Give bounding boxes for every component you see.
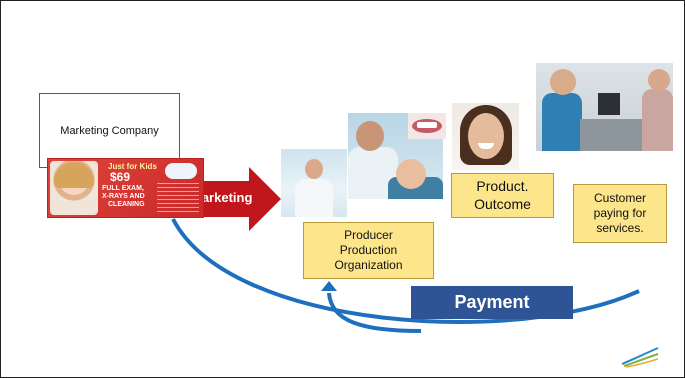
fine-print xyxy=(157,183,199,213)
ad-line-xrays: X-RAYS AND xyxy=(102,193,145,200)
dental-ad-flyer-image: Just for Kids $69 FULL EXAM, X-RAYS AND … xyxy=(48,159,203,217)
customer-box: Customer paying for services. xyxy=(573,184,667,243)
producer-box: Producer Production Organization xyxy=(303,222,434,279)
child-hair xyxy=(54,162,94,188)
ad-line-cleaning: CLEANING xyxy=(108,201,145,208)
exam-doctor-head xyxy=(356,121,384,151)
ad-line-price: $69 xyxy=(110,170,131,184)
dentist-coat xyxy=(295,179,333,217)
teeth-white xyxy=(417,122,437,128)
reception-desk xyxy=(580,119,642,151)
ad-line-exam: FULL EXAM, xyxy=(102,185,144,192)
patient-body xyxy=(642,89,673,151)
marketing-company-box: Marketing Company xyxy=(39,93,180,168)
dentist-photo xyxy=(281,149,347,217)
outcome-line-2: Outcome xyxy=(474,195,531,212)
desk-monitor xyxy=(598,93,620,115)
clinic-logo-icon xyxy=(165,163,197,179)
nurse-head xyxy=(550,69,576,95)
reception-desk-photo xyxy=(536,63,673,151)
producer-line-3: Organization xyxy=(334,258,403,272)
smiling-woman-photo xyxy=(452,103,519,170)
producer-line-2: Production xyxy=(339,243,398,257)
customer-line-2: paying for xyxy=(593,206,647,220)
teeth-closeup-photo xyxy=(408,113,446,139)
customer-line-1: Customer xyxy=(593,191,646,205)
woman-face xyxy=(468,113,504,159)
marketing-company-label: Marketing Company xyxy=(60,124,159,137)
swoosh-logo-icon xyxy=(621,347,659,368)
customer-line-3: services. xyxy=(596,221,644,235)
exam-child-head xyxy=(396,159,426,189)
payment-box: Payment xyxy=(411,286,573,319)
producer-line-1: Producer xyxy=(344,228,393,242)
woman-smile xyxy=(478,143,494,149)
dentist-head xyxy=(305,159,323,179)
payment-label: Payment xyxy=(454,292,530,312)
patient-head xyxy=(648,69,670,91)
marketing-arrow-label: Marketing xyxy=(191,190,253,205)
ad-line-kids: Just for Kids xyxy=(108,162,157,171)
outcome-line-1: Product. xyxy=(476,178,529,194)
product-outcome-box: Product. Outcome xyxy=(451,173,554,218)
nurse-scrubs xyxy=(542,93,582,151)
